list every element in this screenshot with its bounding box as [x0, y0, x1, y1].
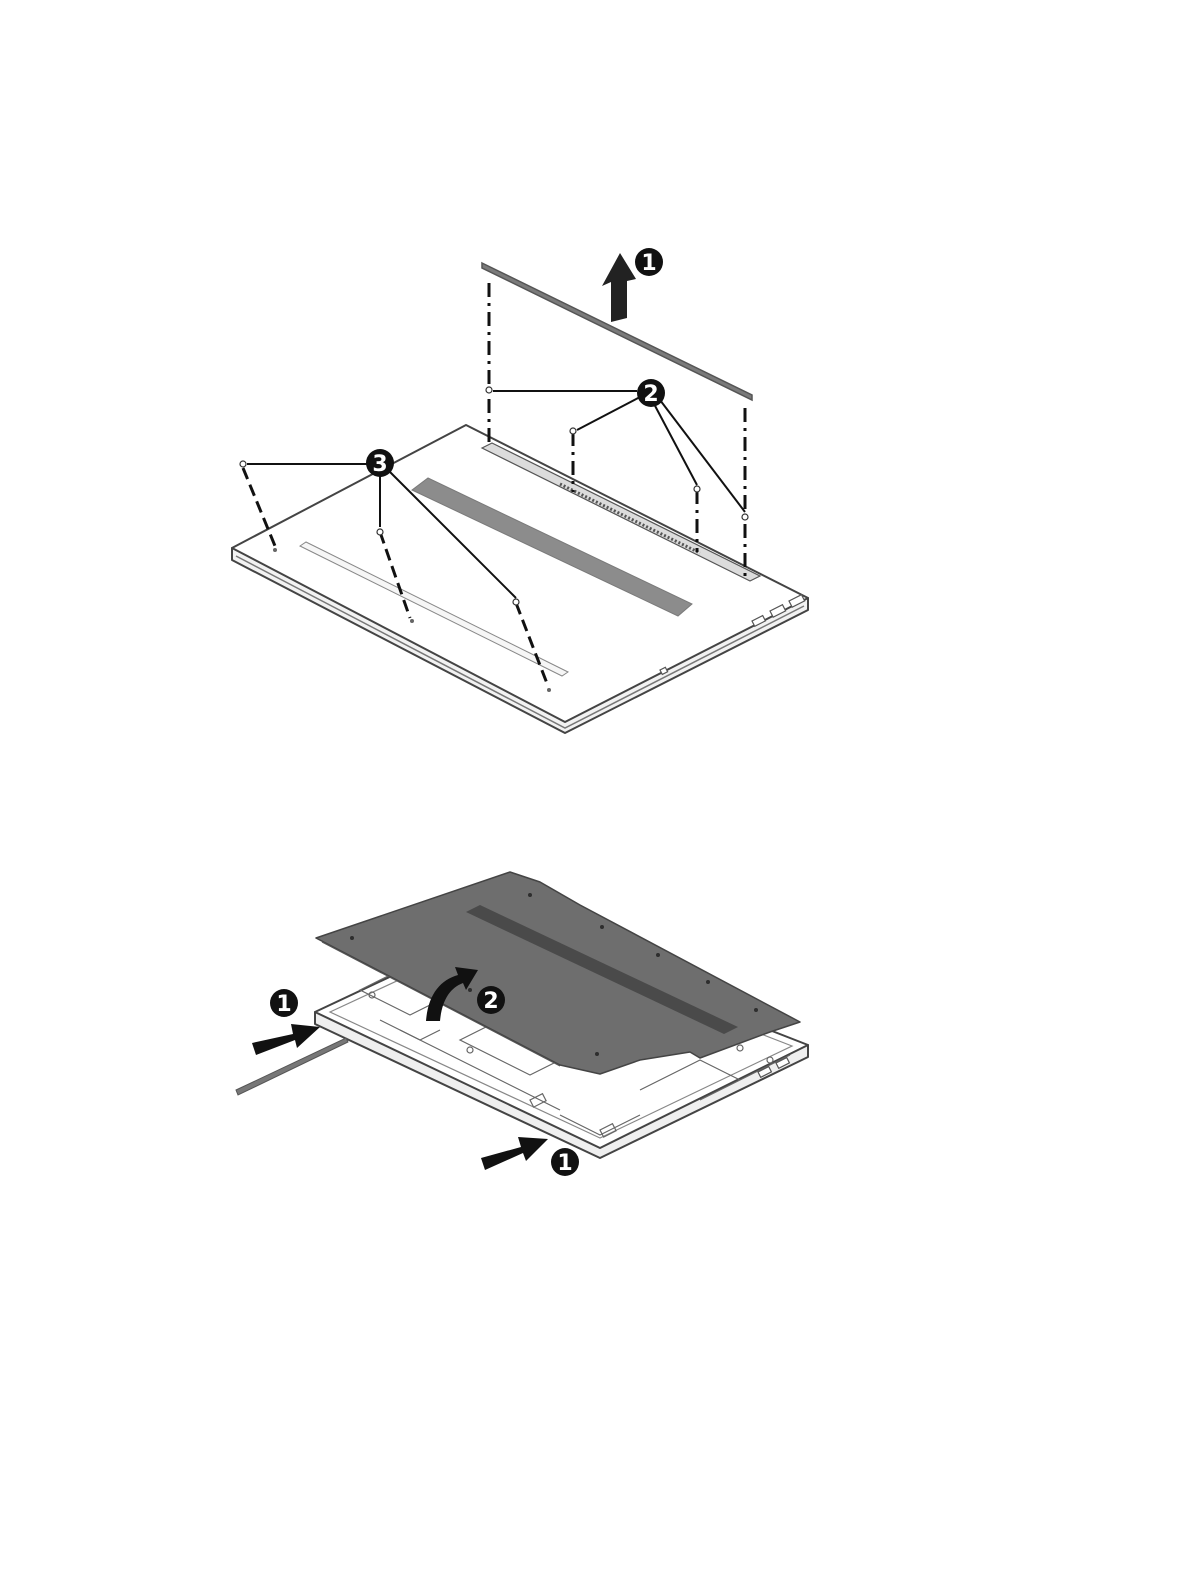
figure-2-remove-bottom-cover: 1 2 1: [236, 872, 808, 1176]
callout-2: 2: [637, 379, 665, 407]
svg-text:1: 1: [557, 1151, 572, 1176]
figure-1-remove-rubber-strip-and-screws: 1 2 3: [232, 248, 808, 733]
rubber-strip: [236, 1038, 348, 1095]
laptop-base: [232, 425, 808, 733]
callout-1-left: 1: [270, 989, 298, 1017]
callout-3: 3: [366, 449, 394, 477]
svg-text:3: 3: [372, 452, 387, 477]
svg-text:2: 2: [643, 382, 658, 407]
callout-1: 1: [635, 248, 663, 276]
callout-1-bottom: 1: [551, 1148, 579, 1176]
arrow-right-icon: [252, 1024, 320, 1055]
svg-text:2: 2: [483, 989, 498, 1014]
arrow-up-icon: [602, 253, 636, 322]
svg-text:1: 1: [276, 992, 291, 1017]
svg-text:1: 1: [641, 251, 656, 276]
callout-2: 2: [477, 986, 505, 1014]
arrow-right-icon: [481, 1137, 548, 1170]
